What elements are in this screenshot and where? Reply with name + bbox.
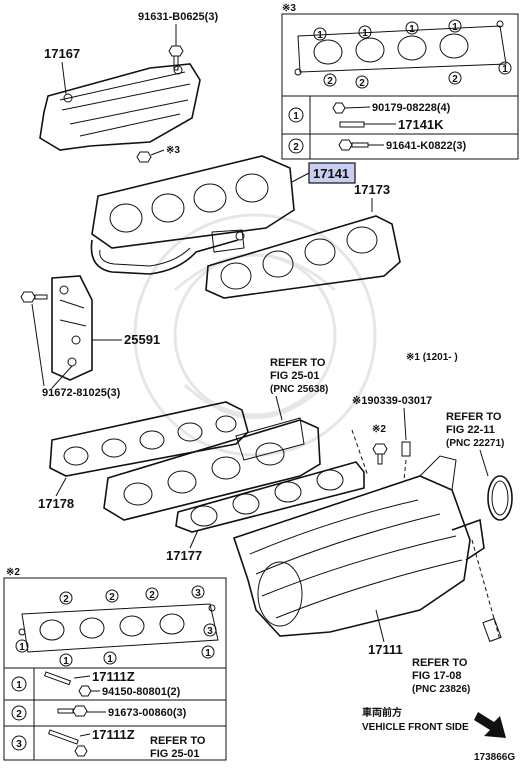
- svg-text:1: 1: [362, 28, 368, 39]
- bolt-top-label: 91631-B0625(3): [138, 11, 218, 23]
- bolt-top-icon: [168, 45, 184, 71]
- svg-text:REFER TO: REFER TO: [412, 657, 468, 669]
- figure-id: 173866G: [474, 752, 515, 763]
- svg-text:1: 1: [452, 22, 458, 33]
- svg-text:REFER TO: REFER TO: [270, 357, 326, 369]
- vehicle-front-indicator: 車両前方 VEHICLE FRONT SIDE: [362, 706, 506, 738]
- bolt-icon: [338, 139, 369, 151]
- svg-text:2: 2: [109, 592, 115, 603]
- bolt-icon: [57, 705, 88, 717]
- svg-text:2: 2: [327, 76, 333, 87]
- stud-icon: [47, 729, 88, 757]
- heat-insulator: [39, 63, 201, 151]
- top-callouts: 1 1 1 1 2 2 2 1: [313, 19, 512, 89]
- pin-part-label: ※190339-03017: [352, 395, 432, 407]
- svg-text:2: 2: [63, 594, 69, 605]
- nut-icon: [78, 685, 92, 697]
- svg-text:3: 3: [16, 739, 22, 750]
- svg-text:2: 2: [452, 74, 458, 85]
- svg-text:90179-08228(4): 90179-08228(4): [372, 102, 451, 114]
- svg-text:REFER TO: REFER TO: [150, 735, 206, 747]
- manifold-gasket-label: 17173: [354, 182, 390, 197]
- bottom-callouts: 2 2 2 3 3 1 1 1 1: [15, 585, 217, 667]
- svg-text:2: 2: [293, 142, 299, 153]
- svg-text:94150-80801(2): 94150-80801(2): [102, 686, 181, 698]
- svg-text:1: 1: [107, 654, 113, 665]
- svg-text:1: 1: [293, 111, 299, 122]
- svg-text:17111Z: 17111Z: [92, 727, 135, 742]
- watermark: [133, 213, 377, 457]
- svg-text:REFER TO: REFER TO: [446, 411, 502, 423]
- pin-icon: [401, 441, 411, 457]
- refer-fig-22-11[interactable]: REFER TO FIG 22-11 (PNC 22271): [446, 411, 504, 449]
- stud-icon: [339, 121, 365, 128]
- manifold-label[interactable]: 17141: [313, 166, 349, 181]
- manifold-gasket: [205, 215, 401, 299]
- manifold-fastener-icon: [136, 151, 152, 163]
- intake-gasket-label: 17178: [38, 496, 74, 511]
- fastener-marker: ※3: [166, 145, 180, 156]
- hose-icon: [482, 617, 502, 643]
- svg-text:91673-00860(3): 91673-00860(3): [108, 707, 187, 719]
- intake-gasket-2: [175, 461, 365, 533]
- svg-text:2: 2: [149, 590, 155, 601]
- svg-text:17111Z: 17111Z: [92, 669, 135, 684]
- svg-text:1: 1: [63, 656, 69, 667]
- intake-manifold-label: 17111: [368, 642, 403, 657]
- svg-text:FIG 25-01: FIG 25-01: [150, 748, 200, 760]
- svg-text:1: 1: [409, 24, 415, 35]
- nut-icon: [332, 102, 346, 114]
- stud-icon: [43, 671, 72, 686]
- svg-text:2: 2: [16, 709, 22, 720]
- intake-manifold: [232, 455, 485, 637]
- refer-fig-25-01[interactable]: REFER TO FIG 25-01 (PNC 25638): [270, 357, 328, 395]
- svg-text:91641-K0822(3): 91641-K0822(3): [386, 140, 466, 152]
- intake-gasket-2-label: 17177: [166, 548, 202, 563]
- stud-kit-box: ※2 2 2 2 3 3 1 1 1 1 1 2 3: [3, 567, 227, 761]
- svg-text:FIG 17-08: FIG 17-08: [412, 670, 462, 682]
- stud-marker: ※2: [372, 424, 386, 435]
- svg-text:17141K: 17141K: [398, 117, 444, 132]
- bracket: [51, 275, 93, 381]
- gasket-kit-box: ※3 1 1 1 1 2 2 2 1 1 2 90179: [281, 3, 519, 160]
- svg-text:1: 1: [16, 680, 22, 691]
- svg-text:VEHICLE FRONT SIDE: VEHICLE FRONT SIDE: [362, 722, 469, 733]
- svg-text:1: 1: [19, 642, 25, 653]
- svg-text:FIG 25-01: FIG 25-01: [270, 370, 320, 382]
- svg-text:FIG 22-11: FIG 22-11: [446, 424, 495, 436]
- intake-flange: [103, 417, 321, 521]
- o-ring: [487, 475, 513, 521]
- svg-text:3: 3: [207, 626, 213, 637]
- bracket-bolt-icon: [20, 291, 48, 303]
- gasket-kit-marker: ※3: [282, 3, 296, 14]
- heat-insulator-label: 17167: [44, 46, 80, 61]
- svg-text:3: 3: [195, 588, 201, 599]
- svg-text:1: 1: [317, 30, 323, 41]
- svg-text:(PNC 22271): (PNC 22271): [446, 438, 504, 449]
- svg-text:車両前方: 車両前方: [362, 706, 402, 719]
- bracket-label: 25591: [124, 332, 160, 347]
- exhaust-manifold: [90, 155, 295, 275]
- stud-marker-icon: [372, 443, 388, 465]
- svg-text:2: 2: [359, 78, 365, 89]
- svg-text:1: 1: [502, 64, 508, 75]
- refer-fig-17-08[interactable]: REFER TO FIG 17-08 (PNC 23826): [412, 657, 470, 695]
- svg-text:1: 1: [205, 648, 211, 659]
- stud-kit-marker: ※2: [6, 567, 20, 578]
- svg-text:(PNC 25638): (PNC 25638): [270, 384, 328, 395]
- bracket-bolt-label: 91672-81025(3): [42, 387, 121, 399]
- footnote: ※1 (1201- ): [406, 352, 458, 363]
- front-arrow-icon: [474, 712, 506, 738]
- svg-text:(PNC 23826): (PNC 23826): [412, 684, 470, 695]
